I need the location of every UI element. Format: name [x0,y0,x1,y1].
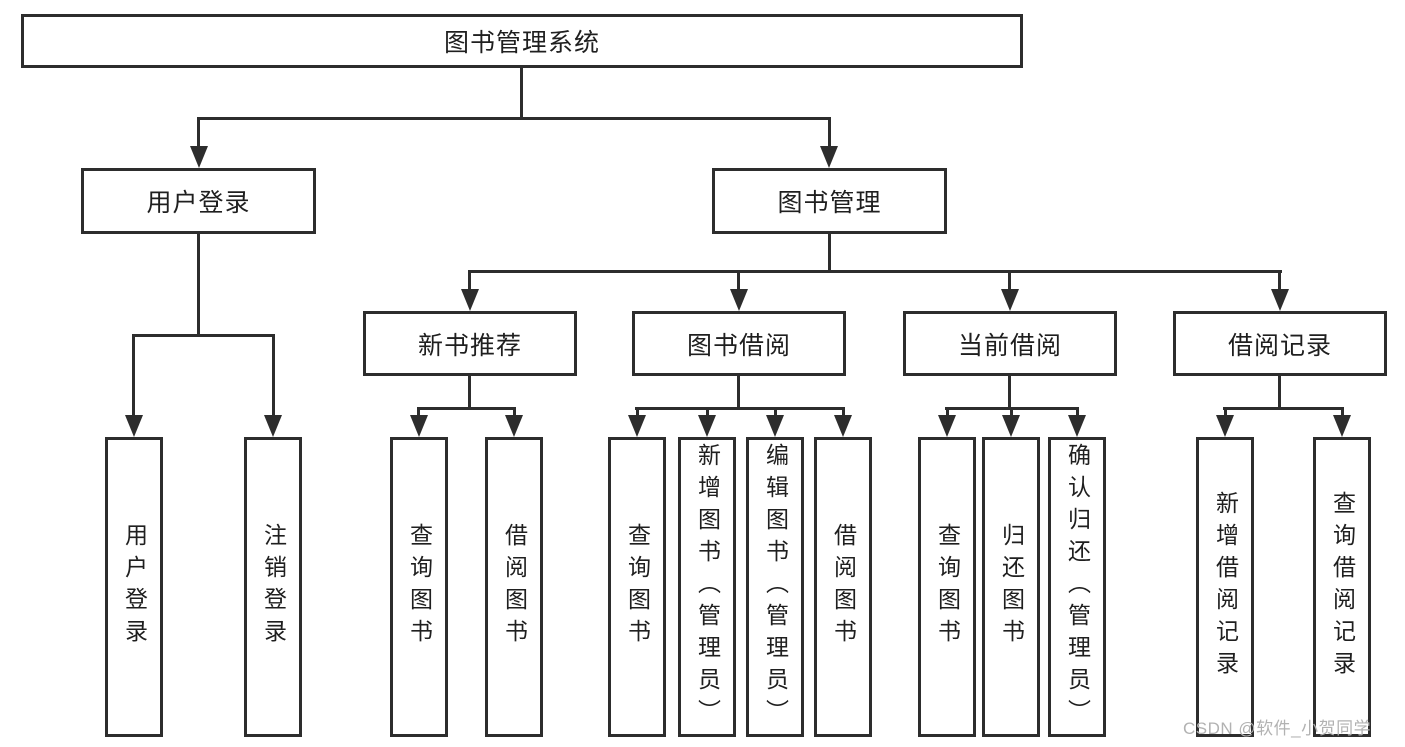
node-label: 查询图书 [934,523,961,651]
connector-line [636,407,639,417]
arrow-down-icon [938,415,956,437]
connector-line [828,234,831,273]
node-label: 新书推荐 [417,331,522,360]
connector-line [1224,407,1227,417]
leaf-query-books-current: 查询图书 [918,437,976,737]
arrow-down-icon [1068,415,1086,437]
arrow-down-icon [628,415,646,437]
arrow-down-icon [698,415,716,437]
arrow-down-icon [1001,289,1019,311]
node-label: 确认归还（管理员） [1064,443,1091,731]
arrow-down-icon [730,289,748,311]
connector-line [417,407,420,417]
node-label: 注销登录 [260,523,287,651]
connector-line [197,234,200,337]
connector-line [946,407,949,417]
node-book-management: 图书管理 [712,168,947,234]
node-new-book-recommend: 新书推荐 [363,311,577,376]
connector-line [1278,376,1281,410]
connector-line [513,407,516,417]
node-label: 归还图书 [998,523,1025,651]
connector-line [1008,270,1011,292]
connector-line [520,68,523,119]
connector-line [774,407,777,417]
connector-line [842,407,845,417]
node-label: 查询图书 [624,523,651,651]
arrow-down-icon [505,415,523,437]
connector-line [468,270,1282,273]
leaf-query-books-recommend: 查询图书 [390,437,448,737]
arrow-down-icon [820,146,838,168]
node-label: 用户登录 [146,189,251,217]
leaf-edit-books-admin: 编辑图书（管理员） [746,437,804,737]
connector-line [132,334,135,417]
leaf-add-borrow-record: 新增借阅记录 [1196,437,1254,737]
arrow-down-icon [264,415,282,437]
connector-line [1278,270,1281,292]
node-label: 图书借阅 [686,331,791,360]
connector-line [272,334,275,417]
connector-line [1223,407,1344,410]
arrow-down-icon [461,289,479,311]
node-label: 用户登录 [121,523,148,651]
arrow-down-icon [190,146,208,168]
node-label: 借阅图书 [501,523,528,651]
leaf-confirm-return-admin: 确认归还（管理员） [1048,437,1106,737]
connector-line [828,117,831,148]
arrow-down-icon [766,415,784,437]
node-label: 编辑图书（管理员） [762,443,789,731]
arrow-down-icon [834,415,852,437]
node-label: 当前借阅 [957,331,1062,360]
connector-line [737,376,740,410]
csdn-watermark: CSDN @软件_小贺同学 [1183,719,1372,738]
node-library-management-system: 图书管理系统 [21,14,1023,68]
arrow-down-icon [1271,289,1289,311]
node-user-login: 用户登录 [81,168,316,234]
node-label: 新增图书（管理员） [694,443,721,731]
leaf-query-borrow-record: 查询借阅记录 [1313,437,1371,737]
connector-line [417,407,516,410]
node-label: 查询图书 [406,523,433,651]
connector-line [197,117,200,148]
leaf-borrow-books-recommend: 借阅图书 [485,437,543,737]
connector-line [1008,376,1011,410]
connector-line [197,117,831,120]
node-label: 图书管理系统 [443,29,600,57]
leaf-logout: 注销登录 [244,437,302,737]
node-book-borrow: 图书借阅 [632,311,846,376]
leaf-query-books-borrow: 查询图书 [608,437,666,737]
connector-line [1010,407,1013,417]
node-label: 图书管理 [777,189,882,217]
arrow-down-icon [410,415,428,437]
connector-line [468,270,471,292]
leaf-borrow-books: 借阅图书 [814,437,872,737]
node-label: 借阅记录 [1227,331,1332,360]
connector-line [1076,407,1079,417]
leaf-add-books-admin: 新增图书（管理员） [678,437,736,737]
connector-line [1341,407,1344,417]
arrow-down-icon [1002,415,1020,437]
node-label: 新增借阅记录 [1212,491,1239,683]
leaf-return-books: 归还图书 [982,437,1040,737]
connector-line [468,376,471,410]
connector-line [737,270,740,292]
node-borrow-records: 借阅记录 [1173,311,1387,376]
arrow-down-icon [125,415,143,437]
node-label: 查询借阅记录 [1329,491,1356,683]
connector-line [132,334,275,337]
arrow-down-icon [1333,415,1351,437]
connector-line [635,407,845,410]
node-label: 借阅图书 [830,523,857,651]
arrow-down-icon [1216,415,1234,437]
node-current-borrow: 当前借阅 [903,311,1117,376]
connector-line [706,407,709,417]
leaf-user-login: 用户登录 [105,437,163,737]
